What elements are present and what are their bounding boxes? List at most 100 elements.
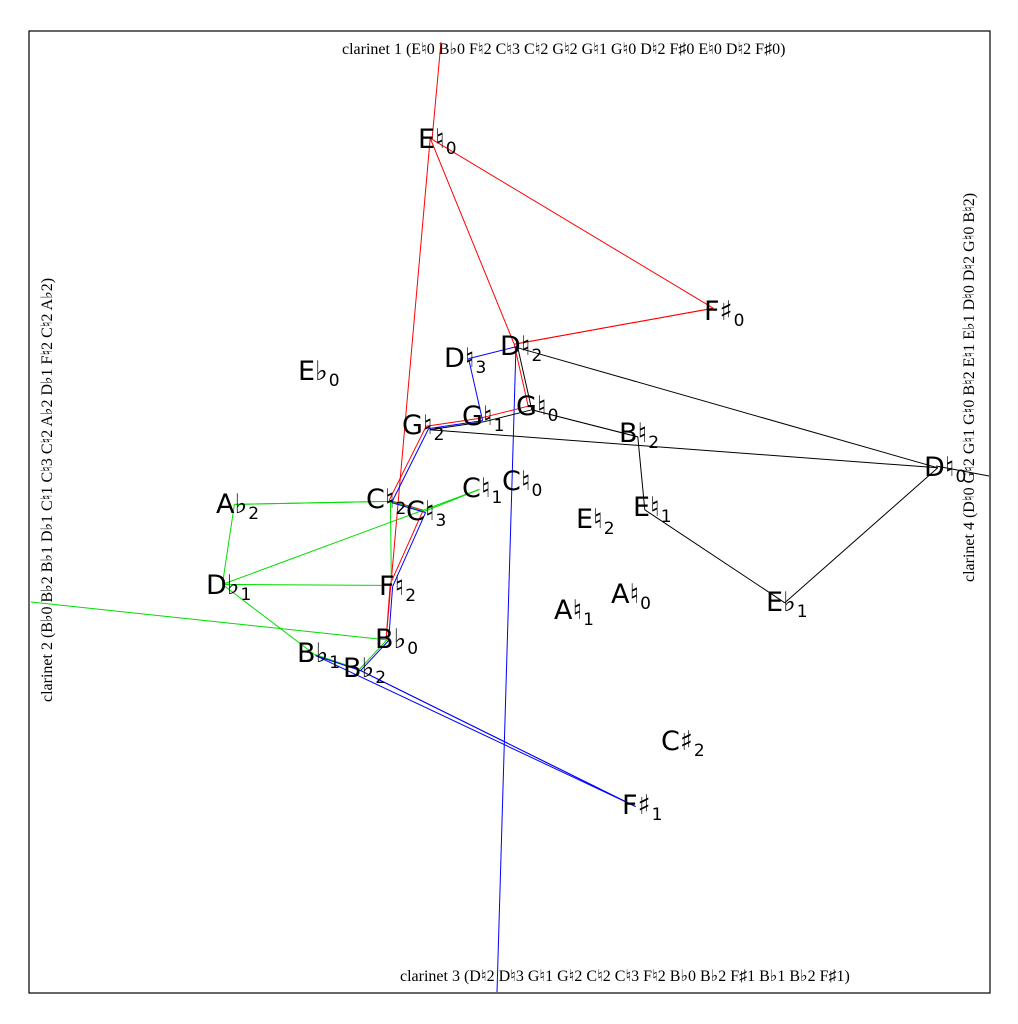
pitch-node-label: A♮ (554, 595, 582, 626)
clarinet2-segment (222, 583, 392, 586)
clarinet1-segment (389, 509, 424, 585)
pitch-node: A♭2 (216, 489, 259, 524)
clarinet3-segment (315, 655, 636, 808)
clarinet2-entry-line (30, 601, 389, 641)
pitch-node: C♮3 (406, 496, 446, 531)
pitch-node: G♮0 (516, 391, 558, 426)
clarinet3-entry-line (496, 345, 517, 993)
clarinet1-segment (429, 137, 714, 309)
clarinet4-segment (517, 347, 533, 410)
pitch-node-label: B♭ (343, 653, 374, 684)
clarinet4-segment (429, 421, 484, 431)
clarinet4-segment (483, 409, 532, 423)
clarinet2-segment (424, 488, 480, 512)
clarinet4-segment (517, 347, 938, 469)
pitch-node-octave: 0 (446, 139, 457, 159)
pitch-node: C♯2 (661, 726, 705, 761)
pitch-node-octave: 0 (734, 311, 745, 331)
pitch-node-label: D♭ (206, 570, 240, 601)
clarinet1-segment (388, 425, 427, 501)
clarinet2-segment (314, 653, 360, 670)
pitch-node-octave: 2 (405, 586, 416, 606)
pitch-node: D♮2 (500, 331, 542, 366)
pitch-node-octave: 2 (604, 519, 615, 539)
clarinet2-segment (390, 500, 425, 512)
clarinet3-segment (468, 358, 484, 421)
pitch-node-label: C♮ (502, 466, 531, 497)
clarinet4-segment (784, 467, 939, 604)
clarinet4-segment (644, 509, 786, 604)
clarinet2-segment (221, 504, 235, 585)
clarinet1-segment (385, 584, 391, 639)
pitch-node-octave: 0 (955, 467, 966, 487)
clarinet3-segment (391, 502, 426, 514)
pitch-node-label: A♮ (611, 579, 639, 610)
pitch-node-octave: 3 (475, 358, 486, 378)
clarinet4-segment (531, 409, 638, 438)
pitch-node-octave: 1 (797, 602, 808, 622)
clarinet3-segment (392, 512, 427, 587)
pitch-node: F♮2 (379, 571, 416, 606)
pitch-node-label: A♭ (216, 489, 247, 520)
pitch-node-label: F♯ (622, 790, 651, 821)
pitch-node-octave: 1 (661, 507, 672, 527)
pitch-node-octave: 2 (648, 433, 659, 453)
pitch-node-label: C♮ (462, 473, 491, 504)
clarinet1-segment (514, 307, 714, 345)
clarinet-4-label: clarinet 4 (D♮0 G♮2 G♮1 G♮0 B♮2 E♮1 E♭1 … (961, 193, 978, 582)
clarinet1-entry-line (431, 41, 442, 141)
pitch-node: F♯1 (622, 790, 662, 825)
pitch-node-label: E♭ (298, 356, 328, 387)
pitch-node: C♮2 (366, 484, 406, 519)
diagram-frame (28, 30, 991, 994)
clarinet2-segment (234, 500, 391, 505)
pitch-node-octave: 2 (694, 741, 705, 761)
pitch-node-label: G♮ (402, 410, 433, 441)
pitch-node-label: E♭ (766, 587, 796, 618)
clarinet-2-label: clarinet 2 (B♭0 B♭2 B♭1 D♭1 C♮1 C♮3 C♮2 … (39, 278, 56, 702)
pitch-node-octave: 2 (396, 499, 407, 519)
pitch-node-octave: 2 (434, 425, 445, 445)
pitch-node: E♭0 (298, 356, 340, 391)
pitch-node-octave: 2 (531, 346, 542, 366)
pitch-node-label: F♮ (379, 571, 404, 602)
pitch-node-label: C♮ (366, 484, 395, 515)
pitch-node-octave: 1 (583, 610, 594, 630)
pitch-node: D♭1 (206, 570, 251, 605)
clarinet4-segment (637, 436, 646, 510)
pitch-node: B♮2 (619, 418, 659, 453)
pitch-node: B♭2 (343, 653, 386, 688)
pitch-node-octave: 3 (436, 511, 447, 531)
pitch-node-label: B♮ (619, 418, 647, 449)
pitch-node-octave: 0 (532, 481, 543, 501)
pitch-node-label: E♮ (418, 124, 445, 155)
pitch-node: A♮0 (611, 579, 651, 614)
pitch-node: E♮2 (576, 504, 615, 539)
pitch-node: D♮3 (444, 343, 486, 378)
pitch-node-label: G♮ (516, 391, 547, 422)
pitch-node-octave: 0 (640, 594, 651, 614)
clarinet3-segment (360, 640, 389, 671)
pitch-node-label: C♮ (406, 496, 435, 527)
pitch-node-label: B♭ (297, 638, 328, 669)
pitch-node-octave: 1 (241, 585, 252, 605)
clarinet4-segment (429, 429, 938, 469)
clarinet3-segment (468, 346, 517, 360)
clarinet1-segment (513, 344, 529, 407)
pitch-node-label: D♮ (500, 331, 530, 362)
entry-lines (30, 41, 990, 993)
clarinet-3-label: clarinet 3 (D♮2 D♮3 G♮1 G♮2 C♮2 C♮3 F♮2 … (400, 968, 850, 985)
voice-paths (221, 137, 939, 808)
pitch-node: G♮1 (462, 401, 504, 436)
clarinet3-segment (315, 655, 361, 672)
pitch-node-label: E♮ (633, 492, 660, 523)
pitch-node: B♭1 (297, 638, 340, 673)
pitch-node-label: E♮ (576, 504, 603, 535)
pitch-node-octave: 2 (248, 504, 259, 524)
pitch-node: C♮1 (462, 473, 502, 508)
pitch-node: B♭0 (375, 624, 418, 659)
clarinet2-segment (389, 501, 392, 586)
clarinet3-segment (391, 428, 430, 503)
